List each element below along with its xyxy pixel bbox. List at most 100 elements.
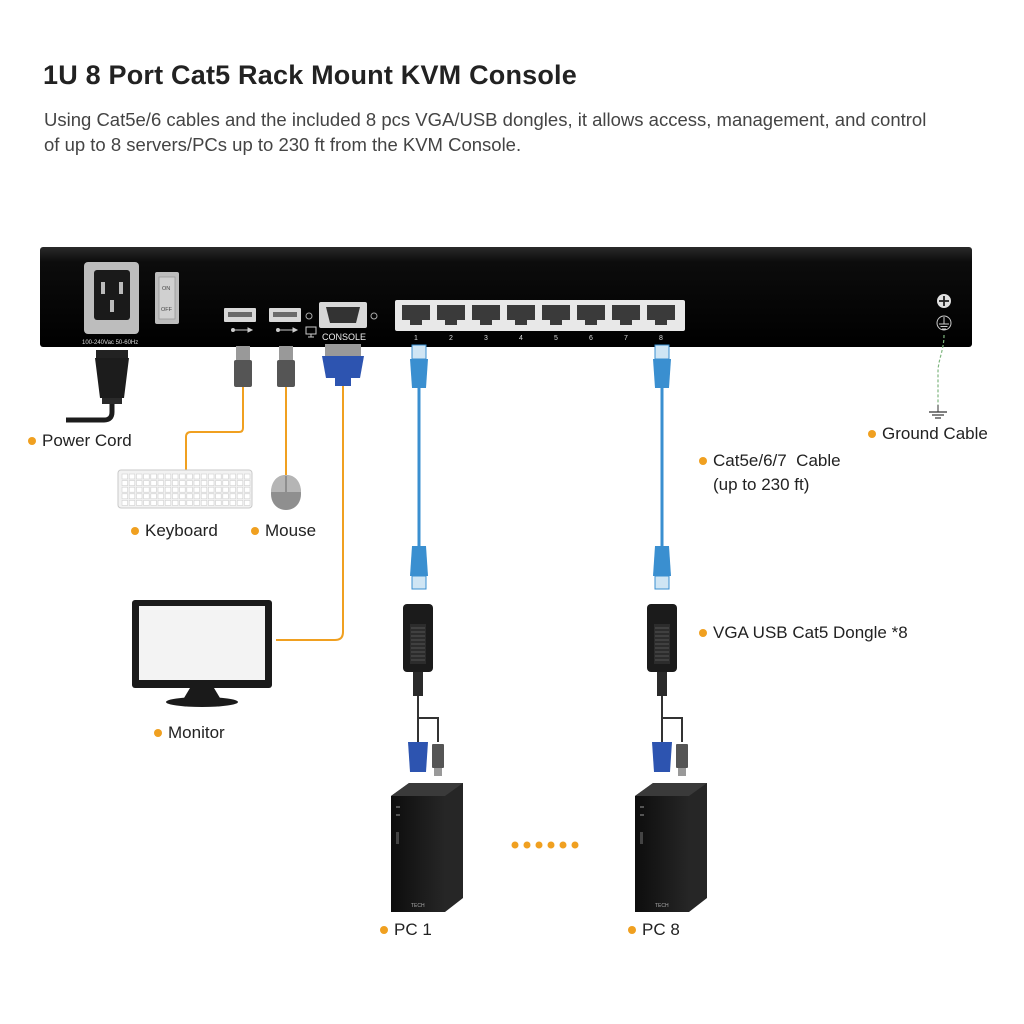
keyboard-key bbox=[157, 500, 164, 506]
bullet-dot bbox=[251, 526, 259, 535]
usb-icon bbox=[231, 327, 254, 333]
pc-1-tower: TECH bbox=[391, 783, 463, 912]
keyboard-key bbox=[193, 500, 200, 506]
keyboard-key bbox=[128, 500, 136, 506]
power-cord-text: Power Cord bbox=[42, 431, 132, 450]
keyboard-key bbox=[200, 486, 208, 493]
bullet-dot bbox=[868, 429, 876, 438]
pc-8-tower: TECH bbox=[635, 783, 707, 912]
label-pc8: PC 8 bbox=[628, 918, 680, 942]
console-vga-plug bbox=[276, 344, 364, 641]
label-mouse: Mouse bbox=[251, 519, 316, 543]
keyboard-key bbox=[143, 500, 150, 506]
label-dongle: VGA USB Cat5 Dongle *8 bbox=[699, 621, 908, 645]
keyboard-key bbox=[200, 480, 208, 486]
bullet-dot bbox=[699, 456, 707, 465]
rj45-port-8 bbox=[647, 305, 675, 325]
power-cord bbox=[66, 350, 129, 423]
ground-symbol-icon bbox=[936, 315, 952, 331]
cable-text-line2: (up to 230 ft) bbox=[713, 475, 810, 494]
keyboard-key bbox=[186, 500, 193, 506]
keyboard-key bbox=[179, 473, 186, 480]
keyboard-key bbox=[121, 473, 128, 480]
monitor-icon bbox=[305, 326, 317, 338]
keyboard-key bbox=[136, 480, 143, 486]
keyboard-key bbox=[236, 486, 244, 493]
power-switch: ON OFF bbox=[155, 272, 179, 324]
keyboard-key bbox=[222, 473, 229, 480]
ellipsis-dots bbox=[511, 841, 579, 849]
keyboard-key bbox=[215, 493, 222, 500]
keyboard-key bbox=[143, 480, 150, 486]
vga-usb-dongle-1 bbox=[403, 604, 444, 776]
keyboard-key bbox=[172, 493, 179, 500]
keyboard-key bbox=[244, 500, 251, 506]
keyboard-key bbox=[200, 493, 208, 500]
keyboard-key bbox=[128, 486, 136, 493]
ground-cable-text: Ground Cable bbox=[882, 424, 988, 443]
keyboard-key bbox=[128, 480, 136, 486]
page-title: 1U 8 Port Cat5 Rack Mount KVM Console bbox=[43, 60, 577, 90]
keyboard-key bbox=[150, 480, 157, 486]
label-keyboard: Keyboard bbox=[131, 519, 218, 543]
keyboard-device bbox=[117, 469, 253, 509]
port-number-8: 8 bbox=[659, 335, 663, 342]
keyboard-key bbox=[193, 480, 200, 486]
port-number-6: 6 bbox=[589, 335, 593, 342]
rj45-port-3 bbox=[472, 305, 500, 325]
keyboard-key bbox=[193, 486, 200, 493]
keyboard-key bbox=[164, 486, 172, 493]
pc-8-brand: TECH bbox=[655, 903, 669, 909]
label-pc1: PC 1 bbox=[380, 918, 432, 942]
keyboard-key bbox=[164, 500, 172, 506]
keyboard-usb-plug bbox=[185, 346, 252, 470]
mouse-text: Mouse bbox=[265, 521, 317, 540]
keyboard-key bbox=[164, 473, 172, 480]
console-vga-port bbox=[305, 302, 378, 328]
keyboard-key bbox=[164, 493, 172, 500]
keyboard-key bbox=[179, 500, 186, 506]
switch-off-text: OFF bbox=[161, 307, 173, 313]
keyboard-key bbox=[229, 480, 236, 486]
pc8-text: PC 8 bbox=[642, 920, 680, 939]
keyboard-key bbox=[208, 480, 215, 486]
port-number-1: 1 bbox=[414, 335, 418, 342]
rj45-port-5 bbox=[542, 305, 570, 325]
rj45-port-7 bbox=[612, 305, 640, 325]
usb-port-mouse bbox=[269, 308, 301, 322]
keyboard-key bbox=[208, 473, 215, 480]
keyboard-key bbox=[215, 473, 222, 480]
keyboard-key bbox=[157, 486, 164, 493]
keyboard-key bbox=[172, 500, 179, 506]
keyboard-key bbox=[200, 500, 208, 506]
keyboard-key bbox=[157, 480, 164, 486]
keyboard-key bbox=[136, 493, 143, 500]
keyboard-key bbox=[186, 480, 193, 486]
keyboard-key bbox=[186, 473, 193, 480]
keyboard-key bbox=[244, 480, 251, 486]
keyboard-key bbox=[143, 473, 150, 480]
keyboard-key bbox=[136, 500, 143, 506]
description: Using Cat5e/6 cables and the included 8 … bbox=[44, 109, 927, 155]
keyboard-key bbox=[150, 473, 157, 480]
keyboard-key bbox=[121, 500, 128, 506]
keyboard-key bbox=[157, 473, 164, 480]
power-inlet bbox=[84, 262, 139, 334]
cat-cable-1 bbox=[410, 344, 428, 590]
keyboard-key bbox=[193, 473, 200, 480]
keyboard-key bbox=[244, 493, 251, 500]
bullet-dot bbox=[628, 925, 636, 934]
rj45-port-2 bbox=[437, 305, 465, 325]
keyboard-key bbox=[121, 493, 128, 500]
pc-1-brand: TECH bbox=[411, 903, 425, 909]
keyboard-key bbox=[208, 493, 215, 500]
keyboard-text: Keyboard bbox=[145, 521, 218, 540]
keyboard-key bbox=[193, 493, 200, 500]
port-number-2: 2 bbox=[449, 335, 453, 342]
monitor-text: Monitor bbox=[168, 723, 225, 742]
keyboard-key bbox=[229, 493, 236, 500]
ground-cable bbox=[929, 334, 947, 419]
keyboard-key bbox=[236, 473, 244, 480]
switch-on-text: ON bbox=[162, 286, 170, 292]
keyboard-key bbox=[128, 493, 136, 500]
